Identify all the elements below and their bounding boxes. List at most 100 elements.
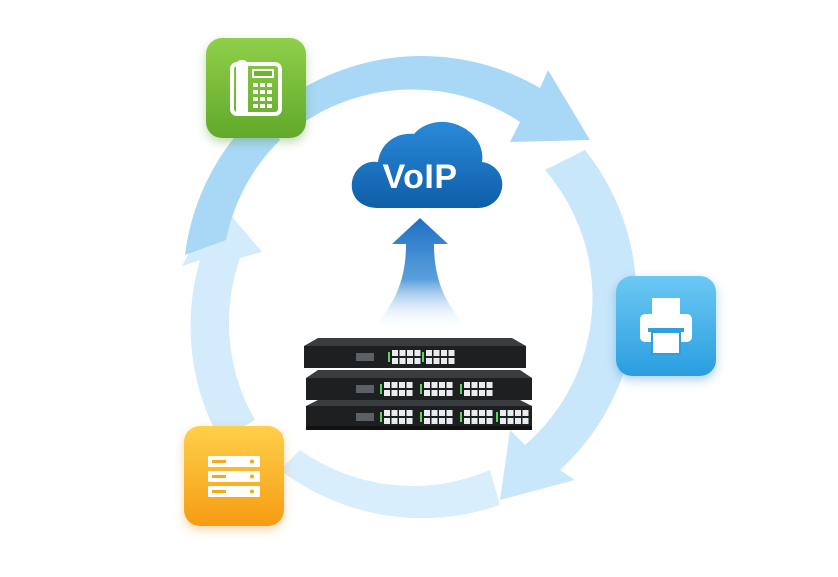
pbx-port	[464, 418, 470, 424]
voip-cloud-icon	[351, 121, 503, 208]
pbx-port	[486, 410, 493, 416]
pbx-port	[399, 358, 406, 364]
pbx-port	[522, 418, 529, 424]
pbx-port	[507, 418, 514, 424]
desk-phone-tile	[206, 38, 306, 138]
pbx-port	[407, 358, 413, 364]
status-led	[388, 352, 390, 362]
pbx-port	[424, 390, 430, 396]
server-rack-tile	[184, 426, 284, 526]
pbx-port	[384, 390, 390, 396]
pbx-port	[384, 382, 390, 388]
fax-printer-icon	[640, 298, 692, 355]
ring-arc-top-right	[300, 56, 590, 142]
pbx-port	[479, 418, 485, 424]
pbx-port	[486, 382, 493, 388]
pbx-slot	[356, 353, 374, 361]
pbx-port	[414, 350, 421, 356]
pbx-port	[426, 358, 432, 364]
pbx-port	[464, 382, 470, 388]
pbx-port	[439, 382, 445, 388]
pbx-port	[439, 418, 445, 424]
status-led	[496, 412, 498, 422]
pbx-port	[446, 390, 453, 396]
pbx-port	[399, 350, 406, 356]
pbx-port	[439, 390, 445, 396]
pbx-port	[446, 382, 453, 388]
ring-arc-left	[182, 200, 262, 440]
pbx-slot	[356, 385, 374, 393]
pbx-port	[471, 418, 478, 424]
ring-arc-right	[500, 150, 637, 500]
pbx-port	[448, 350, 455, 356]
status-led	[422, 352, 424, 362]
pbx-port	[406, 390, 413, 396]
pbx-port	[399, 418, 405, 424]
pbx-port	[507, 410, 514, 416]
pbx-port	[479, 382, 485, 388]
fax-printer-tile	[616, 276, 716, 376]
pbx-port	[431, 418, 438, 424]
pbx-port	[424, 410, 430, 416]
pbx-port	[441, 350, 447, 356]
pbx-port	[399, 390, 405, 396]
pbx-port	[391, 390, 398, 396]
pbx-port	[399, 382, 405, 388]
pbx-port	[515, 418, 521, 424]
pbx-port	[441, 358, 447, 364]
pbx-port	[426, 350, 432, 356]
pbx-port	[406, 410, 413, 416]
ring-arc-upper-left	[185, 110, 280, 255]
pbx-port	[433, 350, 440, 356]
pbx-port	[391, 418, 398, 424]
pbx-port	[464, 390, 470, 396]
pbx-port	[392, 350, 398, 356]
pbx-port	[431, 382, 438, 388]
upload-arrow	[370, 218, 470, 330]
pbx-port	[407, 350, 413, 356]
pbx-ports	[356, 350, 529, 424]
status-led	[380, 412, 382, 422]
pbx-port	[464, 410, 470, 416]
pbx-port	[471, 390, 478, 396]
pbx-port	[391, 410, 398, 416]
pbx-port	[384, 418, 390, 424]
status-led	[420, 384, 422, 394]
status-led	[460, 384, 462, 394]
status-led	[420, 412, 422, 422]
voip-label: VoIP	[382, 158, 458, 196]
server-rack-icon	[208, 456, 260, 497]
pbx-port	[522, 410, 529, 416]
desk-phone-icon	[230, 60, 282, 116]
pbx-port	[479, 410, 485, 416]
pbx-port	[392, 358, 398, 364]
pbx-port	[384, 410, 390, 416]
pbx-port	[446, 410, 453, 416]
pbx-port	[431, 410, 438, 416]
pbx-port	[471, 410, 478, 416]
ring-arc-bottom	[280, 450, 500, 519]
pbx-port	[515, 410, 521, 416]
pbx-port	[500, 418, 506, 424]
pbx-port	[391, 382, 398, 388]
pbx-port	[446, 418, 453, 424]
pbx-port	[486, 418, 493, 424]
pbx-port	[439, 410, 445, 416]
pbx-port	[424, 382, 430, 388]
pbx-slot	[356, 413, 374, 421]
pbx-port	[414, 358, 421, 364]
pbx-port	[486, 390, 493, 396]
pbx-port	[433, 358, 440, 364]
pbx-port	[500, 410, 506, 416]
pbx-port	[479, 390, 485, 396]
pbx-port	[399, 410, 405, 416]
status-led	[380, 384, 382, 394]
pbx-port	[448, 358, 455, 364]
status-led	[460, 412, 462, 422]
pbx-port	[406, 382, 413, 388]
pbx-port	[406, 418, 413, 424]
pbx-port	[471, 382, 478, 388]
cycle-ring	[182, 56, 637, 519]
pbx-port	[424, 418, 430, 424]
